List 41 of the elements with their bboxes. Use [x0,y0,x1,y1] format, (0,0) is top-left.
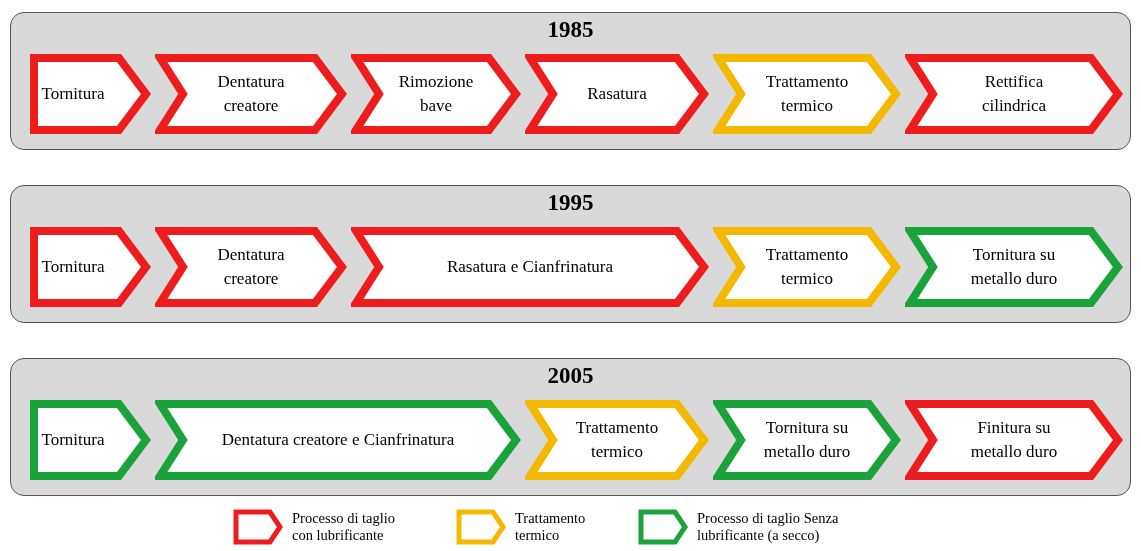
process-band [10,358,1131,496]
step-label: Trattamento termico [574,417,660,463]
step-label: Tornitura [41,256,105,278]
step-label: Rimozione bave [397,71,475,117]
process-step [525,53,709,135]
step-label: Trattamento termico [764,71,850,117]
year-label: 2005 [546,363,595,389]
process-step [155,399,521,481]
process-step [351,226,709,308]
step-label: Rettifica cilindrica [980,71,1048,117]
step-label: Tornitura su metallo duro [969,244,1059,290]
legend-text: Processo di taglio con lubrificante [292,510,397,544]
step-label: Finitura su metallo duro [969,417,1059,463]
process-step [713,226,901,308]
process-step [525,399,709,481]
process-band [10,12,1131,150]
step-label: Tornitura [41,83,105,105]
step-label: Trattamento termico [764,244,850,290]
step-label: Rasatura [587,83,647,105]
step-label: Dentatura creatore [216,71,286,117]
step-label: Tornitura su metallo duro [762,417,852,463]
process-step [155,53,347,135]
step-label: Dentatura creatore e Cianfrinatura [221,429,455,451]
step-label: Tornitura [41,429,105,451]
year-label: 1985 [546,17,595,43]
process-step [29,226,151,308]
process-step [351,53,521,135]
process-step [155,226,347,308]
process-step [29,399,151,481]
process-step [713,399,901,481]
process-band [10,185,1131,323]
legend-text: Processo di taglio Senza lubrificante (a secco) [697,510,840,544]
process-step [905,53,1123,135]
legend-text: Trattamento termico [515,510,587,544]
step-label: Rasatura e Cianfrinatura [446,256,614,278]
process-step [905,399,1123,481]
process-step [29,53,151,135]
step-label: Dentatura creatore [216,244,286,290]
process-step [713,53,901,135]
year-label: 1995 [546,190,595,216]
process-step [905,226,1123,308]
